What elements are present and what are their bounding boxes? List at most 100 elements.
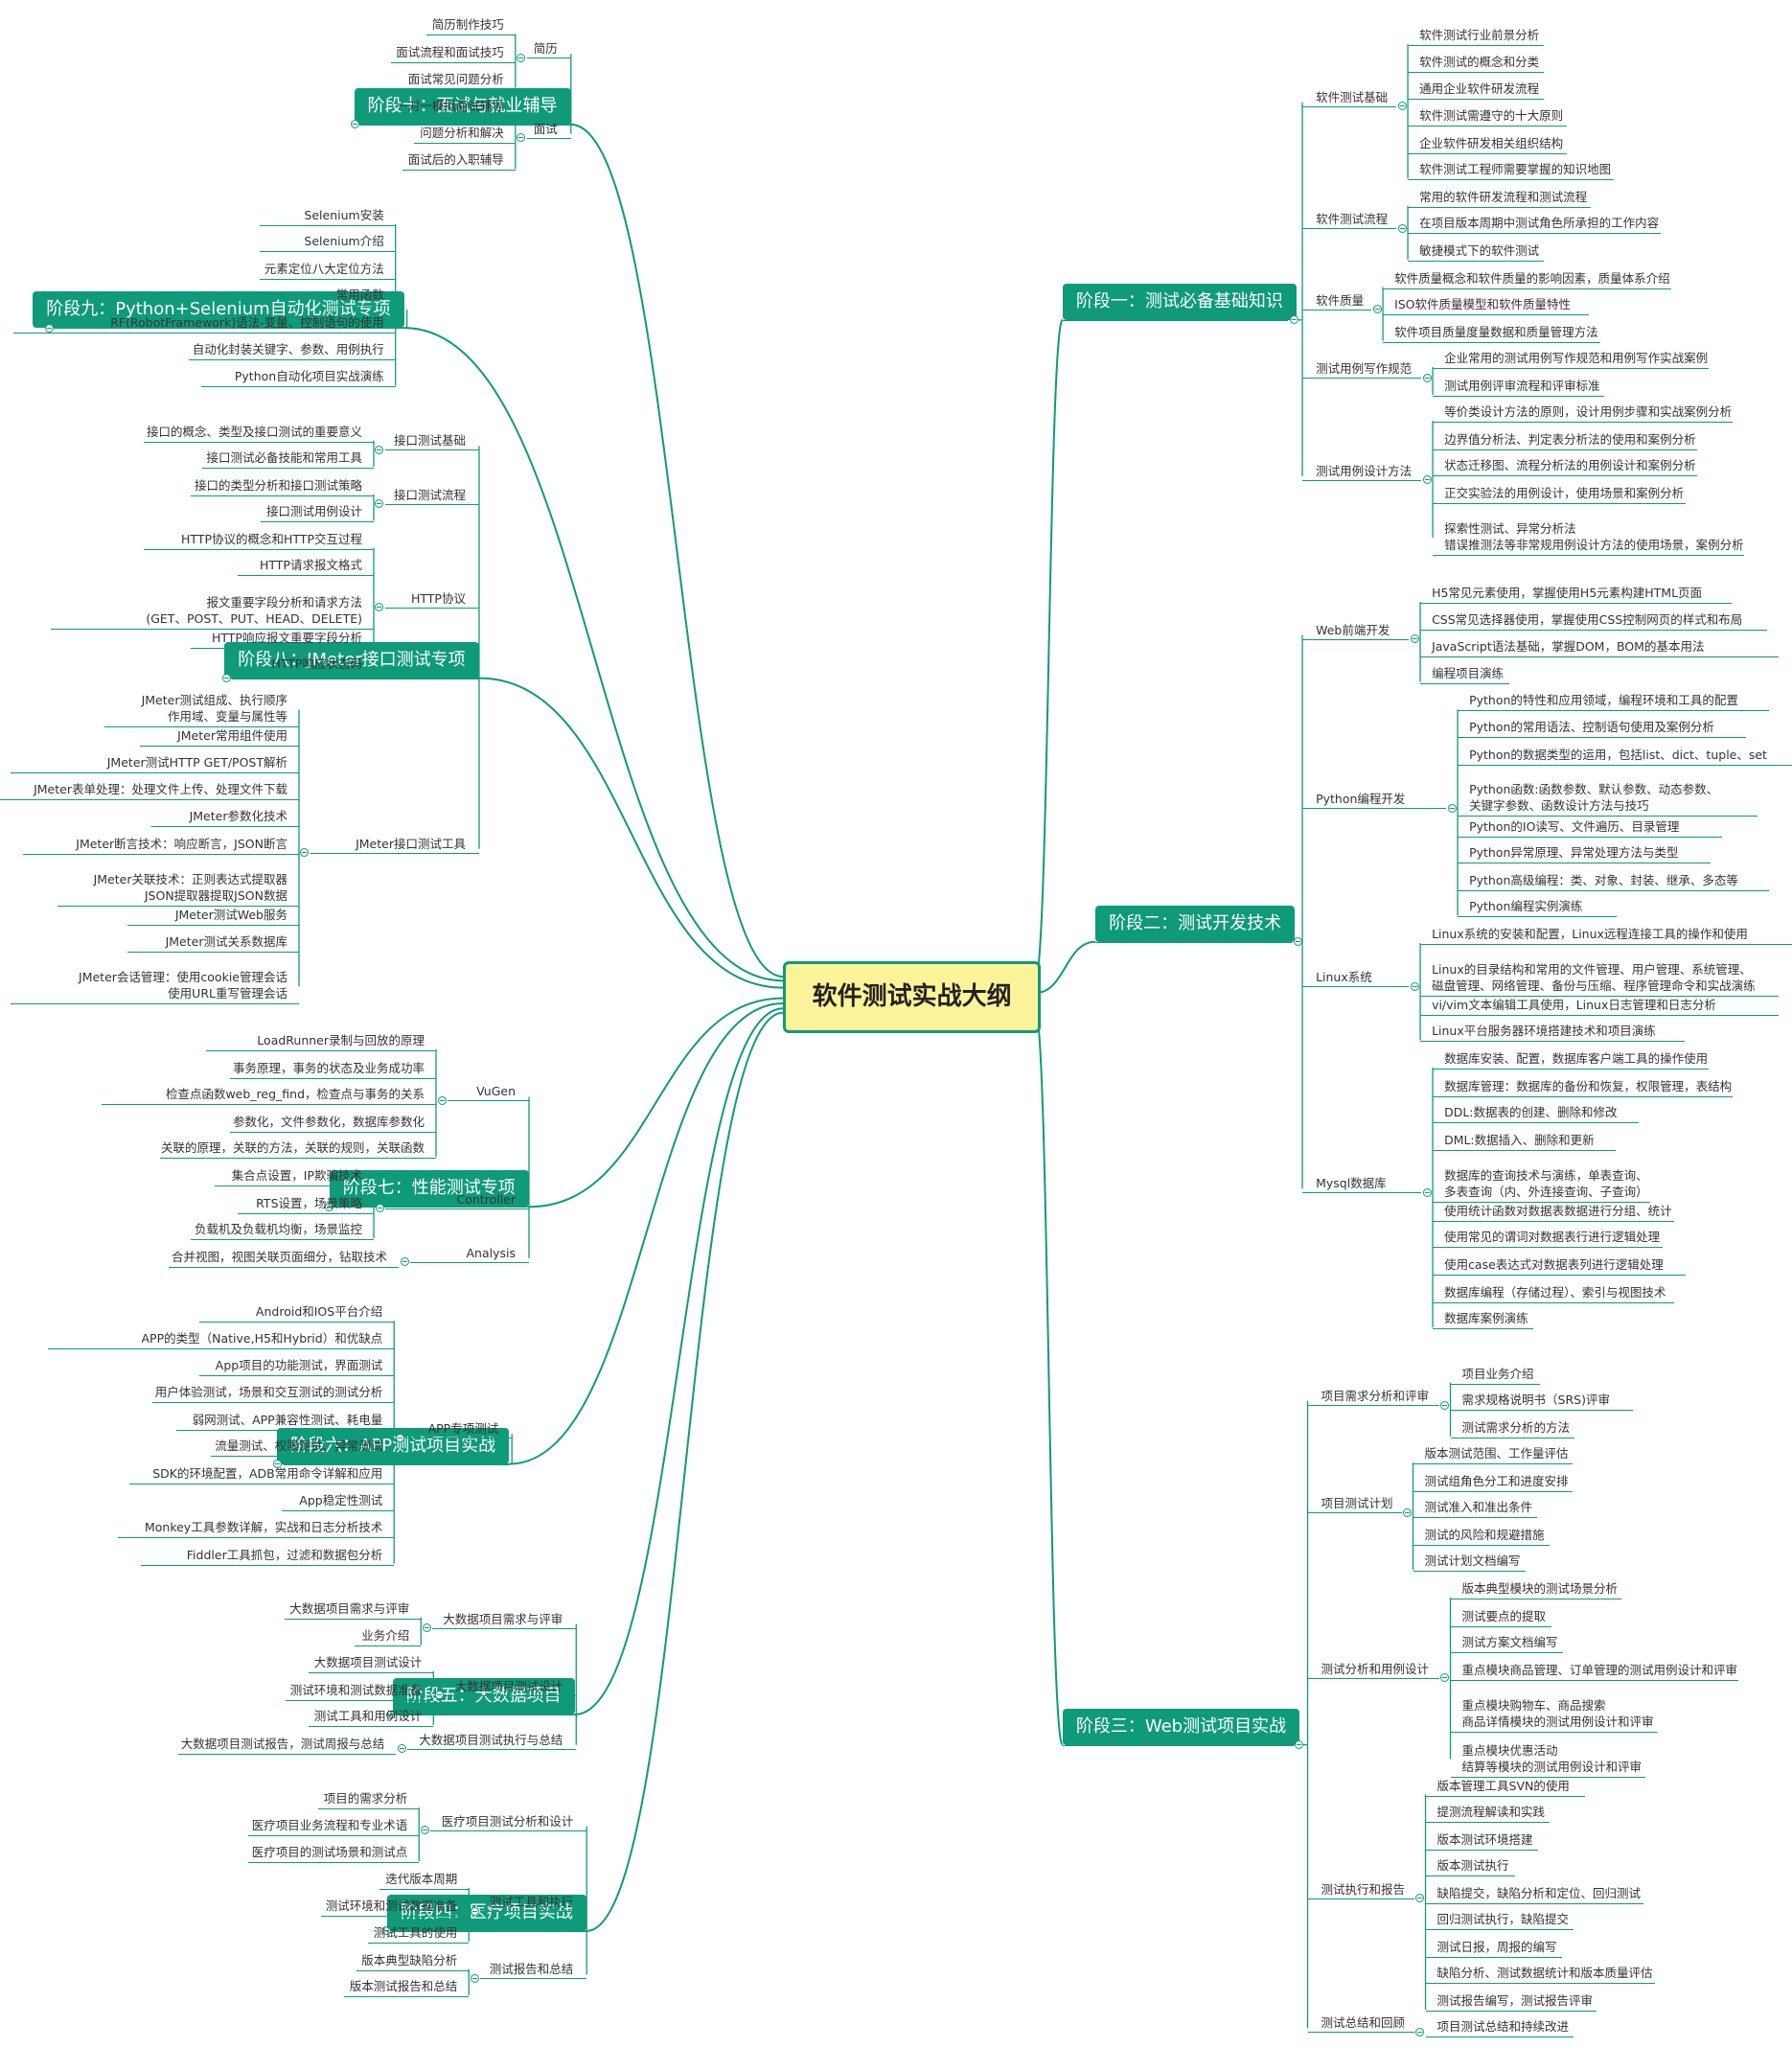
collapse-toggle-icon[interactable] (1440, 1400, 1450, 1410)
group-label[interactable]: 简历 (533, 41, 558, 57)
list-item[interactable]: 版本典型模块的测试场景分析 (1461, 1581, 1619, 1597)
list-item[interactable]: 软件测试行业前景分析 (1419, 28, 1540, 43)
list-item[interactable]: 版本测试执行 (1436, 1858, 1509, 1874)
list-item[interactable]: 版本测试报告和总结 (349, 1978, 458, 1993)
group-label[interactable]: 面试 (533, 121, 558, 136)
collapse-toggle-icon[interactable] (1295, 1740, 1304, 1750)
collapse-toggle-icon[interactable] (375, 603, 384, 612)
list-item[interactable]: 合并视图，视图关联页面细分，钻取技术 (172, 1249, 388, 1264)
list-item[interactable]: 医疗项目的测试场景和测试点 (251, 1845, 408, 1860)
collapse-toggle-icon[interactable] (1422, 475, 1432, 485)
list-item[interactable]: 等价类设计方法的原则，设计用例步骤和实战案例分析 (1444, 404, 1733, 420)
list-item[interactable]: JMeter关联技术：正则表达式提取器 JSON提取器提取JSON数据 (93, 871, 287, 903)
list-item[interactable]: 测试方案文档编写 (1461, 1635, 1558, 1650)
list-item[interactable]: 检查点函数web_reg_find，检查点与事务的关系 (165, 1087, 425, 1102)
group-label[interactable]: 软件测试流程 (1316, 212, 1389, 227)
collapse-toggle-icon[interactable] (273, 1460, 283, 1469)
list-item[interactable]: JMeter测试关系数据库 (165, 934, 287, 950)
list-item[interactable]: JMeter测试HTTP GET/POST解析 (106, 754, 287, 770)
collapse-toggle-icon[interactable] (375, 445, 384, 454)
group-label[interactable]: 接口测试流程 (393, 487, 466, 502)
list-item[interactable]: 数据库的查询技术与演练，单表查询、 多表查询（内、外连接查询、子查询） (1444, 1167, 1648, 1199)
list-item[interactable]: Python的特性和应用领域，编程环境和工具的配置 (1469, 693, 1738, 708)
list-item[interactable]: 自动化封装关键字、参数、用例执行 (192, 341, 384, 357)
list-item[interactable]: 状态迁移图、流程分析法的用例设计和案例分析 (1444, 458, 1696, 473)
group-label[interactable]: 大数据项目需求与评审 (443, 1611, 563, 1626)
list-item[interactable]: 使用case表达式对数据表列进行逻辑处理 (1444, 1257, 1664, 1273)
collapse-toggle-icon[interactable] (44, 323, 54, 333)
list-item[interactable]: 测试用例评审流程和评审标准 (1444, 378, 1600, 393)
list-item[interactable]: SDK的环境配置，ADB常用命令详解和应用 (152, 1465, 383, 1481)
list-item[interactable]: 探索性测试、异常分析法 错误推测法等非常规用例设计方法的使用场景，案例分析 (1444, 521, 1744, 553)
group-label[interactable]: APP专项测试 (427, 1421, 499, 1437)
list-item[interactable]: 软件质量概念和软件质量的影响因素，质量体系介绍 (1394, 270, 1670, 286)
collapse-toggle-icon[interactable] (1397, 223, 1407, 233)
collapse-toggle-icon[interactable] (350, 120, 359, 129)
list-item[interactable]: 项目测试总结和持续改进 (1436, 2019, 1570, 2035)
list-item[interactable]: 重点模块商品管理、订单管理的测试用例设计和评审 (1461, 1663, 1738, 1678)
list-item[interactable]: 使用统计函数对数据表数据进行分组、统计 (1444, 1203, 1672, 1218)
stage-topic-2[interactable]: 阶段二：测试开发技术 (1095, 905, 1296, 942)
collapse-toggle-icon[interactable] (385, 1710, 395, 1719)
list-item[interactable]: 软件测试的概念和分类 (1419, 54, 1540, 69)
list-item[interactable]: Python自动化项目实战演练 (234, 369, 384, 384)
list-item[interactable]: 边界值分析法、判定表分析法的使用和案例分析 (1444, 431, 1696, 447)
list-item[interactable]: CSS常见选择器使用，掌握使用CSS控制网页的样式和布局 (1432, 611, 1743, 627)
list-item[interactable]: 测试的风险和规避措施 (1424, 1528, 1545, 1543)
group-label[interactable]: 测试工具和执行 (489, 1895, 574, 1910)
list-item[interactable]: 测试工具的使用 (373, 1924, 458, 1940)
list-item[interactable]: 常用的软件研发流程和测试流程 (1419, 189, 1588, 204)
list-item[interactable]: 使用常见的谓词对数据表行进行逻辑处理 (1444, 1230, 1661, 1245)
list-item[interactable]: 数据库安装、配置，数据库客户端工具的操作使用 (1444, 1051, 1709, 1067)
group-label[interactable]: Mysql数据库 (1316, 1176, 1387, 1191)
collapse-toggle-icon[interactable] (1403, 1507, 1413, 1517)
list-item[interactable]: 大数据项目测试报告，测试周报与总结 (180, 1736, 385, 1751)
group-label[interactable]: 测试执行和报告 (1321, 1881, 1406, 1897)
list-item[interactable]: JMeter测试Web服务 (174, 907, 287, 922)
list-item[interactable]: APP的类型（Native,H5和Hybrid）和优缺点 (141, 1330, 383, 1346)
list-item[interactable]: 版本典型缺陷分析 (361, 1952, 458, 1967)
group-label[interactable]: 项目需求分析和评审 (1321, 1389, 1430, 1404)
list-item[interactable]: 测试日报，周报的编写 (1436, 1939, 1557, 1954)
stage-topic-9[interactable]: 阶段九：Python+Selenium自动化测试专项 (33, 291, 404, 329)
collapse-toggle-icon[interactable] (1447, 803, 1457, 813)
list-item[interactable]: JavaScript语法基础，掌握DOM，BOM的基本用法 (1432, 639, 1705, 655)
collapse-toggle-icon[interactable] (517, 53, 526, 62)
group-label[interactable]: 测试报告和总结 (489, 1962, 574, 1977)
list-item[interactable]: 软件测试需遵守的十大原则 (1419, 107, 1564, 123)
list-item[interactable]: 业务介绍 (361, 1628, 410, 1644)
list-item[interactable]: 简历制作技巧 (431, 17, 504, 33)
group-label[interactable]: 接口测试基础 (393, 433, 466, 449)
group-label[interactable]: 测试用例设计方法 (1316, 463, 1413, 478)
list-item[interactable]: 通用企业软件研发流程 (1419, 81, 1540, 97)
list-item[interactable]: 面试常见问题分析 (407, 71, 504, 86)
list-item[interactable]: 测试环境和测试数据准备 (289, 1682, 423, 1697)
collapse-toggle-icon[interactable] (381, 1926, 391, 1936)
group-label[interactable]: Linux系统 (1316, 970, 1372, 985)
list-item[interactable]: Linux平台服务器环境搭建技术和项目演练 (1432, 1024, 1656, 1039)
collapse-toggle-icon[interactable] (1372, 305, 1382, 314)
list-item[interactable]: H5常见元素使用，掌握使用H5元素构建HTML页面 (1432, 586, 1703, 601)
group-label[interactable]: 医疗项目测试分析和设计 (441, 1813, 574, 1829)
collapse-toggle-icon[interactable] (1397, 102, 1407, 111)
collapse-toggle-icon[interactable] (375, 499, 384, 509)
list-item[interactable]: Python异常原理、异常处理方法与类型 (1469, 845, 1679, 861)
list-item[interactable]: 敏捷模式下的软件测试 (1419, 242, 1540, 258)
list-item[interactable]: Python的数据类型的运用，包括list、dict、tuple、set (1469, 747, 1767, 762)
list-item[interactable]: 负载机及负载机均衡，场景监控 (195, 1222, 363, 1237)
group-label[interactable]: Controller (456, 1191, 517, 1207)
group-label[interactable]: 测试用例写作规范 (1316, 361, 1413, 377)
stage-topic-1[interactable]: 阶段一：测试必备基础知识 (1062, 283, 1297, 320)
list-item[interactable]: 测试需求分析的方法 (1461, 1419, 1571, 1435)
list-item[interactable]: 版本测试范围、工作量评估 (1424, 1446, 1569, 1461)
collapse-toggle-icon[interactable] (1289, 315, 1298, 325)
list-item[interactable]: JMeter会话管理：使用cookie管理会话 使用URL重写管理会话 (79, 970, 287, 1001)
list-item[interactable]: Python编程实例演练 (1469, 899, 1583, 914)
list-item[interactable]: Monkey工具参数详解，实战和日志分析技术 (144, 1519, 383, 1534)
list-item[interactable]: 软件测试工程师需要掌握的知识地图 (1419, 161, 1612, 176)
list-item[interactable]: 版本管理工具SVN的使用 (1436, 1778, 1570, 1793)
group-label[interactable]: 大数据项目测试执行与总结 (419, 1732, 563, 1747)
group-label[interactable]: HTTP协议 (410, 590, 466, 606)
group-label[interactable]: JMeter接口测试工具 (356, 836, 466, 851)
list-item[interactable]: HTTP响应状态码 (271, 656, 362, 672)
